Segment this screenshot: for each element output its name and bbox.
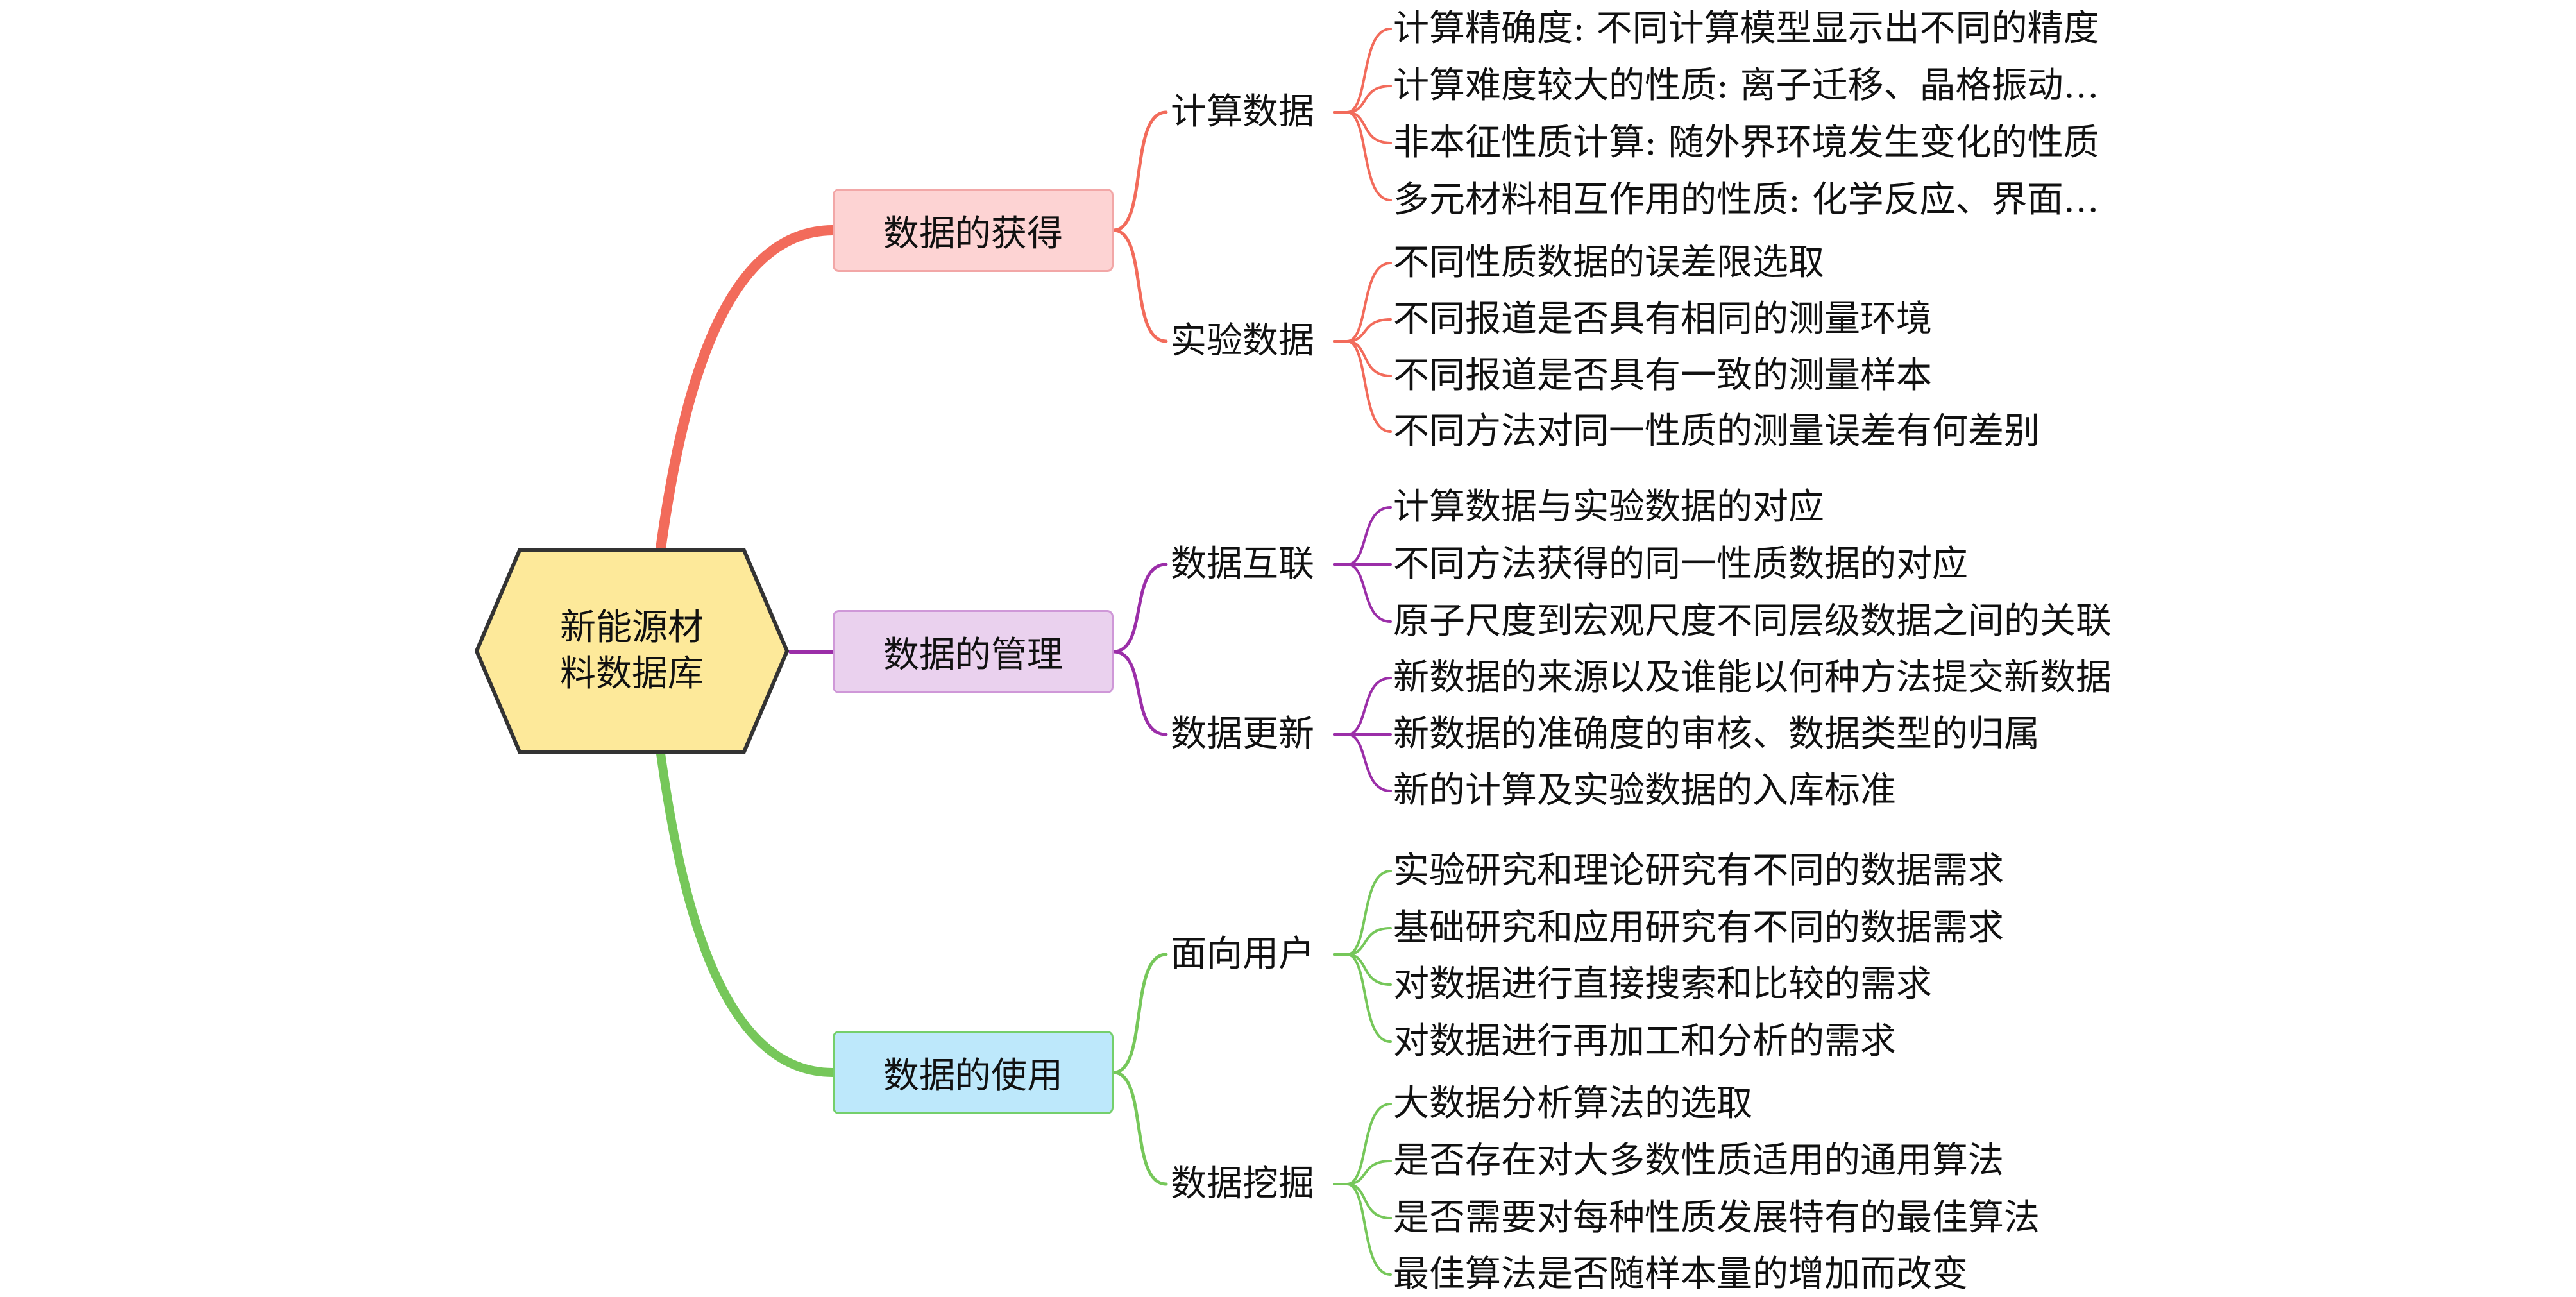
root-label: 新能源材 料数据库 (475, 548, 789, 754)
leaf-item[interactable]: 新的计算及实验数据的入库标准 (1393, 770, 1896, 811)
leaf-item[interactable]: 对数据进行直接搜索和比较的需求 (1393, 963, 1932, 1005)
branch-to-sub-connector (1112, 650, 1168, 736)
leaf-item[interactable]: 计算难度较大的性质: 离子迁移、晶格振动… (1393, 65, 2099, 106)
branch-to-sub-connector (1112, 1071, 1168, 1186)
sub-node-data-linking[interactable]: 数据互联 (1171, 543, 1314, 585)
sub-to-leaf-connector (1333, 1160, 1392, 1185)
leaf-item[interactable]: 不同报道是否具有一致的测量样本 (1393, 355, 1932, 396)
leaf-item[interactable]: 非本征性质计算: 随外界环境发生变化的性质 (1393, 122, 2099, 164)
sub-to-leaf-connector (1333, 111, 1392, 201)
sub-to-leaf-connector (1333, 262, 1392, 343)
sub-to-leaf-connector (1333, 1183, 1392, 1276)
branch-node-usage[interactable]: 数据的使用 (833, 1031, 1114, 1114)
sub-node-data-update[interactable]: 数据更新 (1171, 713, 1314, 755)
sub-to-leaf-connector (1333, 1103, 1392, 1185)
leaf-item[interactable]: 计算数据与实验数据的对应 (1393, 486, 1824, 528)
leaf-item[interactable]: 大数据分析算法的选取 (1393, 1083, 1752, 1124)
root-to-branch-connector (656, 225, 838, 554)
root-hexagon (475, 548, 789, 754)
sub-to-leaf-connector (1333, 318, 1392, 343)
branch-to-sub-connector (1112, 228, 1168, 343)
branch-node-acquisition[interactable]: 数据的获得 (833, 189, 1114, 272)
leaf-item[interactable]: 基础研究和应用研究有不同的数据需求 (1393, 907, 2004, 949)
leaf-item[interactable]: 是否需要对每种性质发展特有的最佳算法 (1393, 1197, 2040, 1239)
sub-node-computed-data[interactable]: 计算数据 (1171, 91, 1314, 133)
leaf-item[interactable]: 最佳算法是否随样本量的增加而改变 (1393, 1253, 1968, 1295)
branch-to-sub-connector (1112, 953, 1168, 1074)
root-label-line-2: 料数据库 (560, 653, 704, 695)
root-node[interactable]: 新能源材 料数据库 (475, 548, 789, 754)
sub-node-experimental-data[interactable]: 实验数据 (1171, 320, 1314, 362)
root-label-line-1: 新能源材 (560, 607, 704, 648)
sub-to-leaf-connector (1333, 870, 1392, 956)
leaf-item[interactable]: 计算精确度: 不同计算模型显示出不同的精度 (1393, 8, 2099, 49)
sub-to-leaf-connector (1333, 677, 1392, 736)
leaf-item[interactable]: 实验研究和理论研究有不同的数据需求 (1393, 850, 2004, 892)
sub-node-user-oriented[interactable]: 面向用户 (1171, 933, 1314, 975)
sub-to-leaf-connector (1333, 733, 1392, 792)
leaf-item[interactable]: 原子尺度到宏观尺度不同层级数据之间的关联 (1393, 600, 2112, 642)
branch-to-sub-connector (1112, 563, 1168, 654)
sub-to-leaf-connector (1333, 506, 1392, 566)
branch-node-management[interactable]: 数据的管理 (833, 610, 1114, 693)
leaf-item[interactable]: 不同性质数据的误差限选取 (1393, 242, 1824, 284)
leaf-item[interactable]: 新数据的准确度的审核、数据类型的归属 (1393, 713, 2040, 755)
sub-to-leaf-connector (1333, 953, 1392, 1043)
leaf-item[interactable]: 不同方法获得的同一性质数据的对应 (1393, 543, 1968, 585)
leaf-item[interactable]: 新数据的来源以及谁能以何种方法提交新数据 (1393, 657, 2112, 699)
leaf-item[interactable]: 不同方法对同一性质的测量误差有何差别 (1393, 411, 2040, 452)
sub-to-leaf-connector (1333, 28, 1392, 114)
sub-to-leaf-connector (1333, 340, 1392, 433)
sub-node-data-mining[interactable]: 数据挖掘 (1171, 1163, 1314, 1205)
leaf-item[interactable]: 对数据进行再加工和分析的需求 (1393, 1021, 1896, 1062)
leaf-item[interactable]: 是否存在对大多数性质适用的通用算法 (1393, 1140, 2004, 1182)
root-to-branch-connector (656, 749, 837, 1077)
leaf-item[interactable]: 多元材料相互作用的性质: 化学反应、界面… (1393, 179, 2099, 221)
branch-to-sub-connector (1112, 110, 1168, 232)
sub-to-leaf-connector (1333, 563, 1392, 623)
leaf-item[interactable]: 不同报道是否具有相同的测量环境 (1393, 298, 1932, 340)
